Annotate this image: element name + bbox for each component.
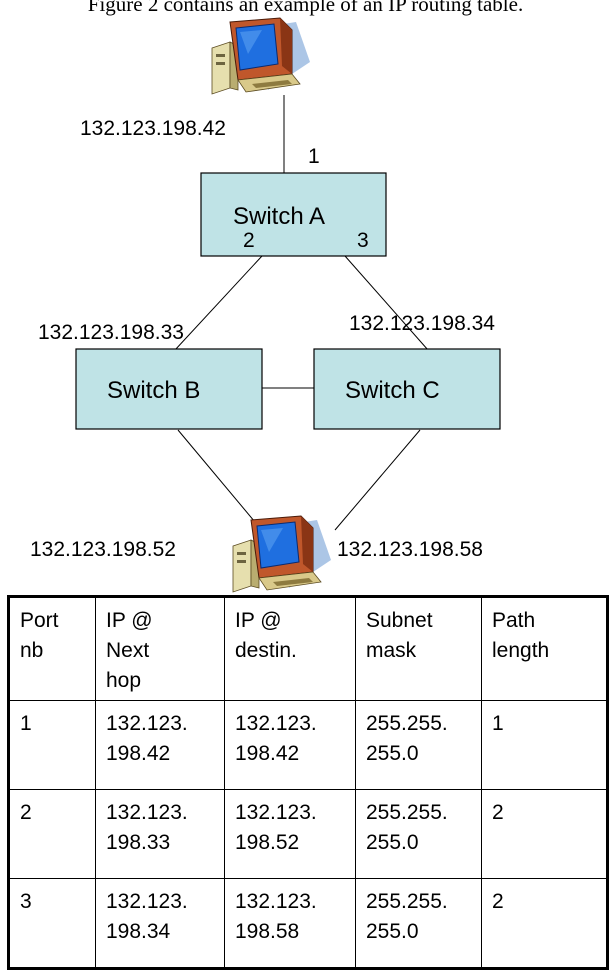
- ip-label-switch-c: 132.123.198.34: [349, 312, 495, 335]
- switch-b-label: Switch B: [107, 377, 200, 404]
- bottom-computer-icon: [232, 515, 332, 593]
- routing-table: Port nb IP @ Next hop IP @ destin. Subne…: [7, 595, 609, 970]
- header-port-nb: Port nb: [8, 596, 96, 701]
- cell-path-length: 2: [481, 789, 608, 879]
- cell-next-hop: 132.123. 198.34: [95, 878, 225, 969]
- ip-label-switch-b: 132.123.198.33: [38, 321, 184, 344]
- switch-c-box: [313, 348, 501, 430]
- ip-label-bottom-left: 132.123.198.52: [30, 538, 176, 561]
- cell-port: 2: [8, 789, 96, 879]
- cell-destination: 132.123. 198.42: [224, 700, 356, 790]
- link-switch-a-switch-c: [344, 255, 429, 351]
- switch-a-label: Switch A: [233, 203, 325, 230]
- cell-port: 3: [8, 878, 96, 969]
- cell-subnet-mask: 255.255. 255.0: [355, 878, 482, 969]
- cell-subnet-mask: 255.255. 255.0: [355, 700, 482, 790]
- switch-a-box: [200, 172, 387, 257]
- cell-destination: 132.123. 198.58: [224, 878, 356, 969]
- ip-label-top-pc: 132.123.198.42: [80, 117, 226, 140]
- table-row: 2 132.123. 198.33 132.123. 198.52 255.25…: [8, 789, 608, 879]
- cell-path-length: 2: [481, 878, 608, 969]
- network-diagram: Switch A 2 3 Switch B Switch C 132.123.1…: [30, 17, 501, 593]
- switch-a-port-2: 2: [243, 229, 255, 252]
- header-ip-destination: IP @ destin.: [224, 596, 356, 701]
- cell-destination: 132.123. 198.52: [224, 789, 356, 879]
- link-switch-c-bottom-pc: [334, 429, 421, 531]
- header-path-length: Path length: [481, 596, 608, 701]
- switch-a-port-3: 3: [357, 229, 369, 252]
- cell-next-hop: 132.123. 198.33: [95, 789, 225, 879]
- top-computer-icon: [211, 17, 311, 95]
- ip-label-bottom-right: 132.123.198.58: [337, 538, 483, 561]
- switch-a-port-1: 1: [308, 145, 320, 168]
- switch-b-box: [75, 348, 263, 430]
- link-switch-b-bottom-pc: [177, 429, 256, 523]
- cell-subnet-mask: 255.255. 255.0: [355, 789, 482, 879]
- header-subnet-mask: Subnet mask: [355, 596, 482, 701]
- link-switch-a-switch-b: [174, 255, 263, 351]
- header-ip-next-hop: IP @ Next hop: [95, 596, 225, 701]
- switch-c-label: Switch C: [345, 377, 440, 404]
- cell-port: 1: [8, 700, 96, 790]
- cell-path-length: 1: [481, 700, 608, 790]
- figure-caption: Figure 2 contains an example of an IP ro…: [87, 0, 524, 16]
- cell-next-hop: 132.123. 198.42: [95, 700, 225, 790]
- table-row: 1 132.123. 198.42 132.123. 198.42 255.25…: [8, 700, 608, 790]
- table-row: 3 132.123. 198.34 132.123. 198.58 255.25…: [8, 878, 608, 969]
- table-header-row: Port nb IP @ Next hop IP @ destin. Subne…: [8, 596, 608, 701]
